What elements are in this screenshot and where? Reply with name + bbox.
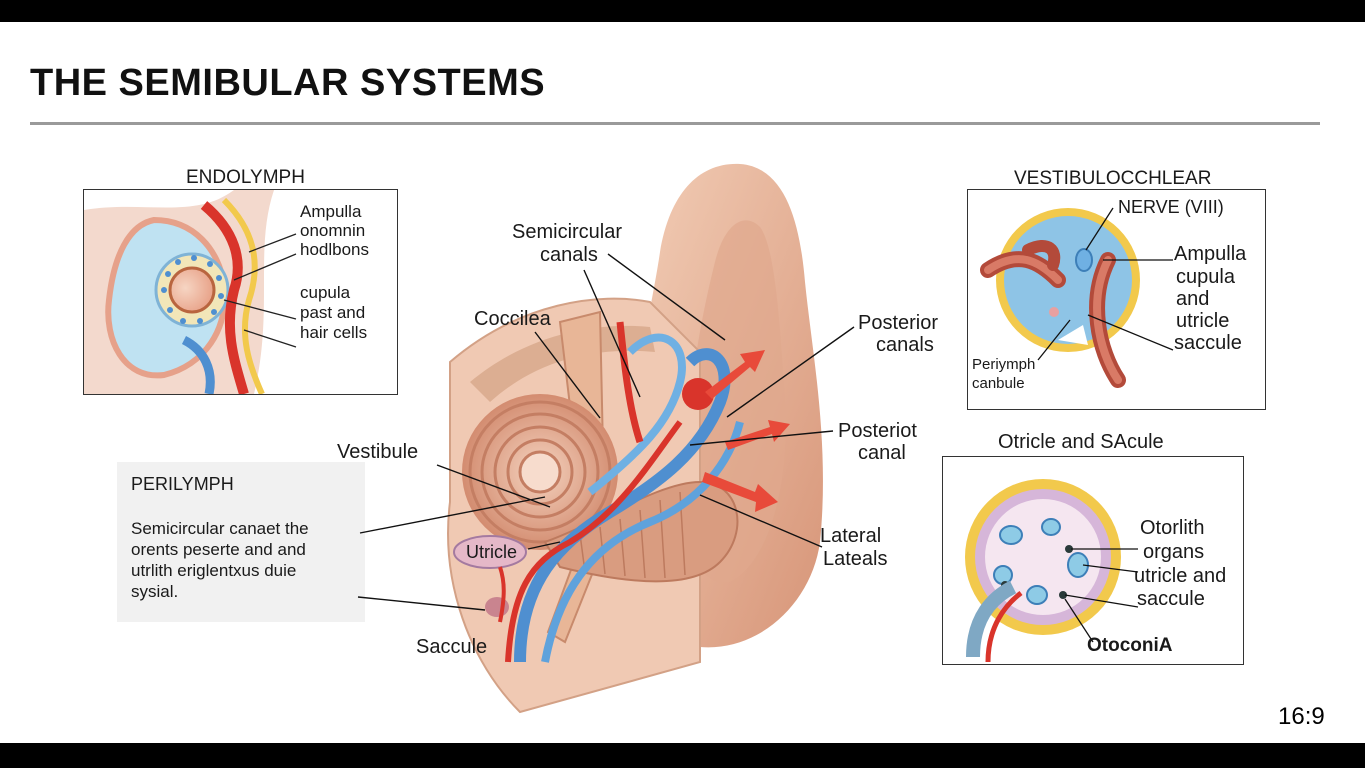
hair-cells xyxy=(161,255,224,324)
semicircular-canal-blue-2 xyxy=(541,421,744,663)
perilymph-line-4: sysial. xyxy=(131,582,179,601)
perilymph-canal-label-2: canbule xyxy=(972,375,1025,392)
cupula-node xyxy=(1049,307,1059,317)
vestibulocochlear-panel xyxy=(967,189,1266,410)
vestibule-label: Vestibule xyxy=(337,441,419,463)
otricle-panel xyxy=(942,456,1244,665)
vestibulocochlear-heading: VESTIBULOCCHLEAR xyxy=(1014,168,1212,189)
vestibulocochlear-label-2: cupula xyxy=(1176,266,1235,288)
endolymph-heading: ENDOLYMPH xyxy=(186,167,305,188)
endolymph-label-6: hair cells xyxy=(300,323,368,342)
endolymph-panel xyxy=(83,189,398,395)
lateral-label-1: Lateral xyxy=(820,525,882,547)
cochlea-label: Coccilea xyxy=(474,308,551,330)
otoconia-label: OtoconiA xyxy=(1087,635,1173,656)
semicircular-canal-blue-1 xyxy=(514,348,731,663)
perilymph-panel: PERILYMPH Semicircular canaet the orents… xyxy=(117,462,365,622)
top-letterbox-bar xyxy=(0,0,1365,22)
endolymph-label-2: onomnin xyxy=(300,221,366,240)
vestibulocochlear-subheading: NERVE (VIII) xyxy=(1118,197,1224,217)
lateral-label-2: Lateals xyxy=(823,548,888,570)
endolymph-label-3: hodlbons xyxy=(300,240,370,259)
saccule xyxy=(485,597,509,617)
vestibulocochlear-label-1: Ampulla xyxy=(1174,243,1247,265)
cochlea-apex xyxy=(518,450,562,494)
main-leader-lines xyxy=(357,253,855,611)
semicircular-canal-blue-3 xyxy=(587,333,686,496)
title-divider xyxy=(30,122,1320,125)
canal-stub-red xyxy=(985,591,1023,663)
posteriot-canal-label-2: canal xyxy=(858,442,906,464)
canal-stub-blue xyxy=(966,580,1017,658)
artery xyxy=(505,420,683,663)
cupula-core xyxy=(168,266,216,314)
vestibulocochlear-label-3: and xyxy=(1176,288,1210,310)
vessel-red xyxy=(200,201,249,394)
endolymph-label-5: past and xyxy=(300,303,366,322)
endolymph-label-4: cupula xyxy=(300,283,351,302)
saccule-vessel xyxy=(498,566,506,623)
nerve-branch-1-core xyxy=(984,255,1062,284)
vestibulocochlear-illustration xyxy=(980,207,1174,388)
posterior-canals-label-2: canals xyxy=(876,334,934,356)
otricle-illustration xyxy=(965,479,1139,663)
slide: THE SEMIBULAR SYSTEMS ENDOLYMPH xyxy=(0,22,1365,743)
bottom-letterbox-bar xyxy=(0,743,1365,768)
endolymph-illustration xyxy=(84,190,297,394)
ear-anatomy-illustration xyxy=(357,163,855,714)
perilymph-canal-label-1: Periymph xyxy=(972,356,1036,373)
semicircular-canals-label-2: canals xyxy=(540,244,598,266)
utricle-label: Utricle xyxy=(466,542,518,562)
vestibulocochlear-label-5: saccule xyxy=(1174,332,1242,354)
perilymph-line-3: utrlith eriglentxus duie xyxy=(131,561,297,580)
nerve-yellow xyxy=(221,197,265,394)
ampulla-bulb xyxy=(682,378,714,410)
otricle-leader-lines xyxy=(1064,548,1139,643)
canal-opening xyxy=(1058,325,1088,345)
posterior-canals-label-1: Posterior xyxy=(858,312,939,334)
vessel-blue xyxy=(181,335,215,394)
otricle-label-2: organs xyxy=(1143,541,1205,563)
posteriot-canal-label-1: Posteriot xyxy=(838,420,917,442)
semicircular-canals-label-1: Semicircular xyxy=(512,221,623,243)
nerve-branch-2-core xyxy=(1093,256,1122,384)
utricle xyxy=(453,535,527,569)
slide-title: THE SEMIBULAR SYSTEMS xyxy=(30,62,546,104)
otricle-label-1: Otorlith xyxy=(1140,517,1205,539)
perilymph-line-2: orents peserte and and xyxy=(131,540,306,559)
saccule-label: Saccule xyxy=(416,636,488,658)
endolymph-leader-lines xyxy=(223,233,297,348)
otolith-organs xyxy=(993,518,1089,605)
flow-arrows xyxy=(702,350,790,512)
bone-layer xyxy=(470,325,655,402)
nerve-branch-3 xyxy=(1022,240,1061,271)
perilymph-heading: PERILYMPH xyxy=(131,474,234,494)
vestibulocochlear-label-4: utricle xyxy=(1176,310,1230,332)
otricle-label-3: utricle and xyxy=(1134,565,1227,587)
endolymph-label-1: Ampulla xyxy=(300,202,362,221)
perilymph-line-1: Semicircular canaet the xyxy=(131,519,309,538)
artery-upper xyxy=(616,321,644,444)
ampulla-node xyxy=(1075,248,1093,272)
vestibulocochlear-leader-lines xyxy=(1037,207,1174,361)
aspect-ratio-label: 16:9 xyxy=(1278,703,1325,730)
otricle-heading: Otricle and SAcule xyxy=(998,431,1164,453)
otricle-label-4: saccule xyxy=(1137,588,1205,610)
